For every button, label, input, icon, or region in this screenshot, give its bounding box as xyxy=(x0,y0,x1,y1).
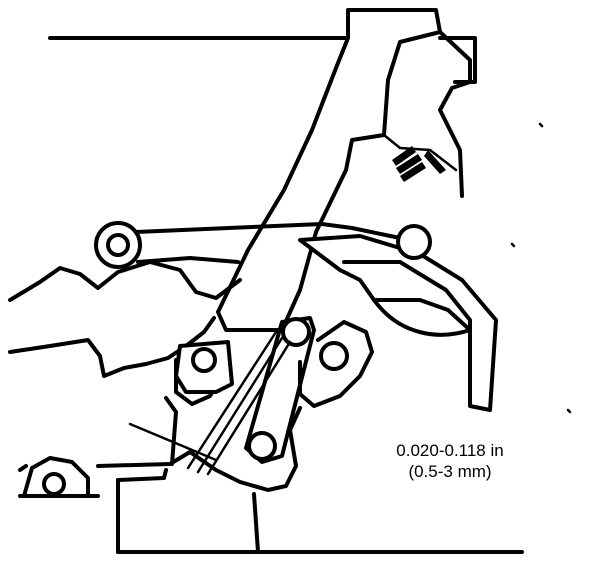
lower-housing xyxy=(96,406,302,492)
fast-idle-link-lower-hole xyxy=(247,431,277,461)
adjusting-tool-handle xyxy=(216,8,442,332)
upper-linkage-rod xyxy=(134,222,402,264)
clearance-millimeters: (0.5-3 mm) xyxy=(408,462,492,481)
body-contour-middle xyxy=(8,316,216,378)
fast-idle-link-upper-hole xyxy=(281,317,311,347)
lower-left-boss-base xyxy=(18,464,100,498)
cam-plate xyxy=(298,234,498,412)
clearance-inches: 0.020-0.118 in xyxy=(396,441,504,460)
lower-housing-step xyxy=(116,468,168,482)
body-contour-upper xyxy=(8,260,242,302)
feeler-gauge-wires xyxy=(186,330,292,476)
upper-pivot-inner xyxy=(106,233,130,257)
stray-mark xyxy=(510,122,572,414)
right-bracket xyxy=(298,320,374,408)
right-bracket-hole xyxy=(319,341,349,371)
adjusting-tool-slot xyxy=(382,133,458,172)
cam-plate-inner xyxy=(342,260,472,362)
spring-coil xyxy=(392,146,446,182)
left-bracket-hole xyxy=(191,347,217,373)
adjusting-tool-tip xyxy=(438,30,472,198)
fast-idle-link xyxy=(244,316,316,464)
lower-left-boss-hole xyxy=(42,472,66,496)
cam-plate-arc xyxy=(372,298,472,337)
clearance-callout: 0.020-0.118 in (0.5-3 mm) xyxy=(375,440,525,482)
cam-pivot-screw xyxy=(396,224,432,260)
lower-housing-wall xyxy=(116,396,260,554)
